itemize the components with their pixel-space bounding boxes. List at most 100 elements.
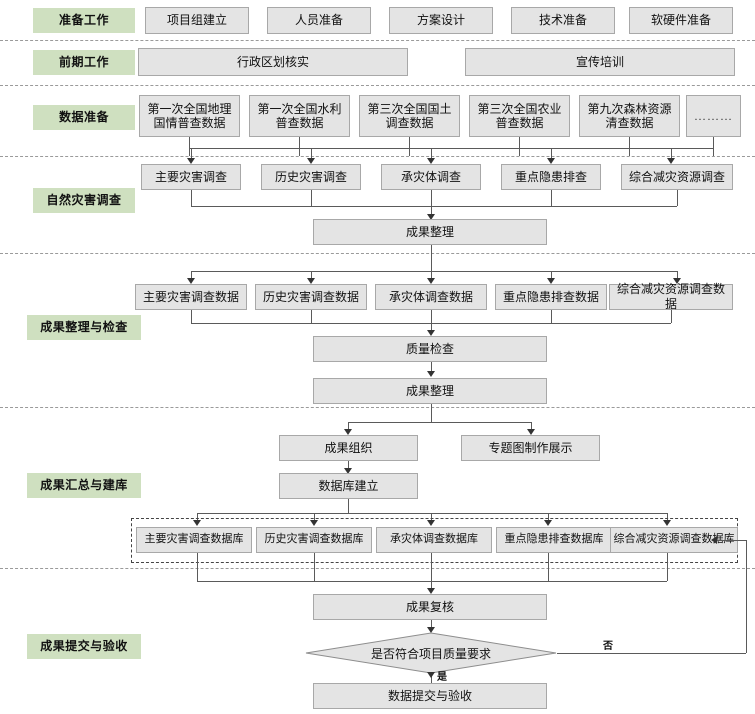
arrow-to-survey-1 bbox=[187, 158, 195, 164]
node-data-5-line1: 第九次森林资源 bbox=[587, 101, 672, 116]
connector-qc-to-collate bbox=[431, 362, 432, 373]
node-resultdata-3[interactable]: 承灾体调查数据 bbox=[375, 284, 487, 310]
stage-label-early: 前期工作 bbox=[33, 50, 135, 75]
connector-db-fanout-bus bbox=[197, 513, 667, 514]
node-data-5-line2: 清查数据 bbox=[605, 116, 654, 130]
arrow-resultdata-4 bbox=[547, 278, 555, 284]
connector-to-survey-2 bbox=[311, 148, 312, 160]
node-early-2[interactable]: 宣传培训 bbox=[465, 48, 735, 76]
node-database-3[interactable]: 承灾体调查数据库 bbox=[376, 527, 492, 553]
node-prep-3[interactable]: 方案设计 bbox=[389, 7, 493, 34]
arrow-db-2 bbox=[310, 520, 318, 526]
node-data-6-ellipsis[interactable]: ……… bbox=[686, 95, 741, 137]
connector-db-3 bbox=[431, 513, 432, 522]
node-early-1[interactable]: 行政区划核实 bbox=[138, 48, 408, 76]
arrow-submit bbox=[427, 672, 435, 678]
arrow-resultdata-5 bbox=[673, 278, 681, 284]
arrow-to-survey-3 bbox=[427, 158, 435, 164]
edge-label-no: 否 bbox=[603, 641, 613, 652]
connector-qc-down bbox=[431, 323, 432, 331]
arrow-db-1 bbox=[193, 520, 201, 526]
connector-data-2-stub bbox=[299, 137, 300, 156]
node-database-2[interactable]: 历史灾害调查数据库 bbox=[256, 527, 372, 553]
arrow-qc bbox=[427, 330, 435, 336]
stage-label-collate: 成果整理与检查 bbox=[27, 315, 141, 340]
arrow-db-4 bbox=[544, 520, 552, 526]
node-resultdata-1[interactable]: 主要灾害调查数据 bbox=[135, 284, 247, 310]
connector-resultdata-5 bbox=[677, 271, 678, 280]
connector-no-into-db bbox=[717, 540, 746, 541]
node-quality-check[interactable]: 质量检查 bbox=[313, 336, 547, 362]
arrow-resultdata-2 bbox=[307, 278, 315, 284]
connector-to-survey-1 bbox=[191, 148, 192, 160]
connector-review-to-decision bbox=[431, 620, 432, 629]
arrow-organize bbox=[344, 429, 352, 435]
connector-yes-down bbox=[431, 674, 432, 683]
node-survey-merge[interactable]: 成果整理 bbox=[313, 219, 547, 245]
connector-dbrow-1-down bbox=[197, 553, 198, 581]
node-data-3-line2: 调查数据 bbox=[385, 116, 434, 130]
node-survey-1[interactable]: 主要灾害调查 bbox=[141, 164, 241, 190]
connector-organize-to-db bbox=[348, 461, 349, 470]
node-data-2-line2: 普查数据 bbox=[275, 116, 324, 130]
node-organize[interactable]: 成果组织 bbox=[279, 435, 418, 461]
stage-label-summary: 成果汇总与建库 bbox=[27, 473, 141, 498]
node-database-4[interactable]: 重点隐患排查数据库 bbox=[496, 527, 612, 553]
connector-to-survey-4 bbox=[551, 148, 552, 160]
stage-label-delivery: 成果提交与验收 bbox=[27, 634, 141, 659]
node-submit[interactable]: 数据提交与验收 bbox=[313, 683, 547, 709]
node-resultdata-4[interactable]: 重点隐患排查数据 bbox=[495, 284, 607, 310]
node-survey-5[interactable]: 综合减灾资源调查 bbox=[621, 164, 733, 190]
stage-label-survey: 自然灾害调查 bbox=[33, 188, 135, 213]
node-database-5[interactable]: 综合减灾资源调查数据库 bbox=[610, 527, 738, 553]
arrow-db-3 bbox=[427, 520, 435, 526]
node-prep-4[interactable]: 技术准备 bbox=[511, 7, 615, 34]
node-database-build[interactable]: 数据库建立 bbox=[279, 473, 418, 499]
node-data-2[interactable]: 第一次全国水利 普查数据 bbox=[249, 95, 350, 137]
arrow-no-into-db bbox=[711, 536, 717, 544]
node-survey-3[interactable]: 承灾体调查 bbox=[381, 164, 481, 190]
node-thematic-map[interactable]: 专题图制作展示 bbox=[461, 435, 600, 461]
divider-summary-delivery bbox=[0, 568, 755, 569]
node-data-3[interactable]: 第三次全国国土 调查数据 bbox=[359, 95, 460, 137]
decision-diamond-shape bbox=[305, 632, 557, 674]
connector-rd-2-down bbox=[311, 310, 312, 323]
connector-resultdata-4 bbox=[551, 271, 552, 280]
connector-dbrow-4-down bbox=[548, 553, 549, 581]
node-data-1-line2: 国情普查数据 bbox=[153, 116, 226, 130]
node-review[interactable]: 成果复核 bbox=[313, 594, 547, 620]
connector-dbrow-5-down bbox=[667, 553, 668, 581]
connector-no-right bbox=[557, 653, 746, 654]
connector-db-4 bbox=[548, 513, 549, 522]
node-survey-4[interactable]: 重点隐患排查 bbox=[501, 164, 601, 190]
node-prep-5[interactable]: 软硬件准备 bbox=[629, 7, 733, 34]
connector-organize-bus bbox=[348, 422, 531, 423]
edge-label-yes: 是 bbox=[437, 672, 447, 683]
node-prep-1[interactable]: 项目组建立 bbox=[145, 7, 249, 34]
arrow-db-5 bbox=[663, 520, 671, 526]
node-resultdata-2[interactable]: 历史灾害调查数据 bbox=[255, 284, 367, 310]
connector-organize-left bbox=[348, 422, 349, 431]
connector-dbbuild-down bbox=[348, 499, 349, 513]
connector-db-1 bbox=[197, 513, 198, 522]
connector-data-bus bbox=[189, 148, 713, 149]
node-data-4-line1: 第三次全国农业 bbox=[477, 101, 562, 116]
node-database-1[interactable]: 主要灾害调查数据库 bbox=[136, 527, 252, 553]
connector-data-1-stub bbox=[189, 137, 190, 156]
node-resultdata-5[interactable]: 综合减灾资源调查数据 bbox=[609, 282, 733, 311]
arrow-to-survey-5 bbox=[667, 158, 675, 164]
node-data-1[interactable]: 第一次全国地理 国情普查数据 bbox=[139, 95, 240, 137]
connector-survey-merge-bus bbox=[191, 206, 677, 207]
node-prep-2[interactable]: 人员准备 bbox=[267, 7, 371, 34]
stage-label-data: 数据准备 bbox=[33, 105, 135, 130]
node-data-5[interactable]: 第九次森林资源 清查数据 bbox=[579, 95, 680, 137]
decision-diamond[interactable]: 是否符合项目质量要求 bbox=[305, 632, 557, 674]
connector-resultdata-1 bbox=[191, 271, 192, 280]
divider-prep-early bbox=[0, 40, 755, 41]
node-survey-2[interactable]: 历史灾害调查 bbox=[261, 164, 361, 190]
connector-dbrow-3-down bbox=[431, 553, 432, 581]
connector-rd-5-down bbox=[671, 310, 672, 323]
node-data-4[interactable]: 第三次全国农业 普查数据 bbox=[469, 95, 570, 137]
divider-survey-collate bbox=[0, 253, 755, 254]
node-collate-merge[interactable]: 成果整理 bbox=[313, 378, 547, 404]
